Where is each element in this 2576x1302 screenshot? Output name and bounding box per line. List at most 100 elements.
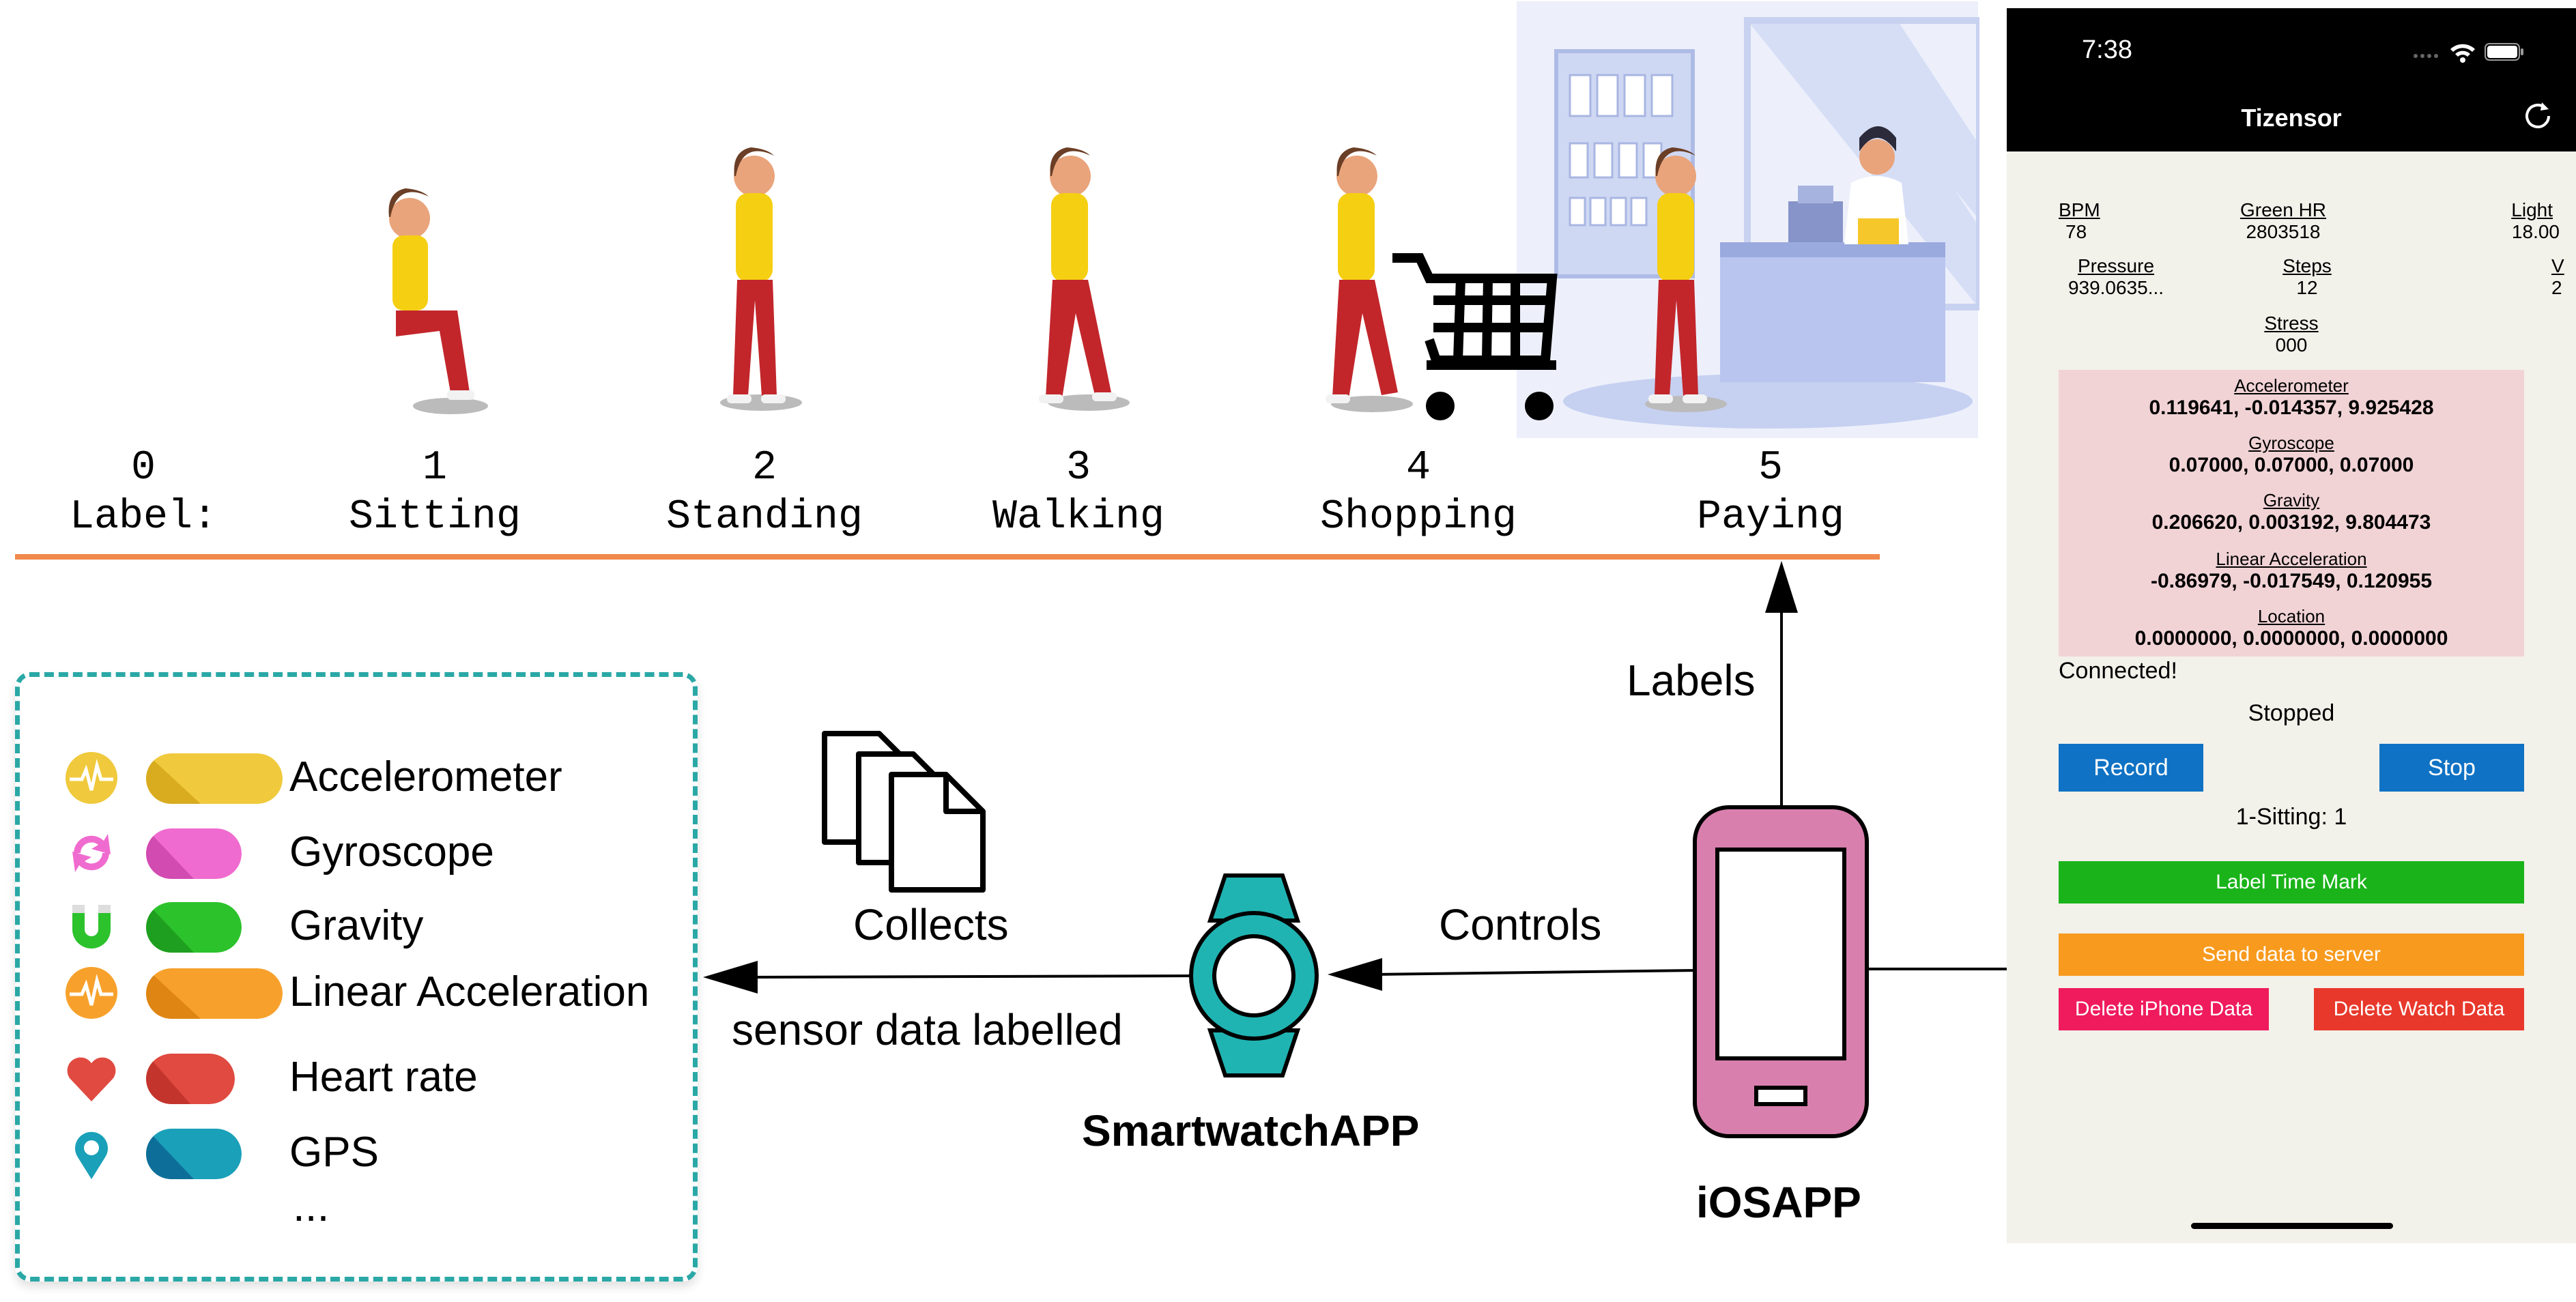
sensor-bar-gyroscope [146,828,242,879]
metric-v: V 2 [2551,255,2572,299]
metric-label: Light [2511,199,2553,220]
sensor-label: Linear Acceleration [289,968,650,1015]
person-paying [1645,147,1727,412]
phone-screenshot: 7:38 Tizensor BPM 78 Green HR 2803518 Li… [2007,8,2576,1243]
sensor-row-gravity: Gravity [51,894,706,955]
controls-label: Controls [1439,900,1602,949]
smartwatch-app-label: SmartwatchAPP [1082,1106,1420,1155]
activity-label-0: 0 Label: [0,444,287,542]
metric-label: V [2551,255,2564,276]
record-button[interactable]: Record [2059,744,2203,792]
sensor-label: Gyroscope [289,828,494,876]
delete-iphone-data-button[interactable]: Delete iPhone Data [2059,988,2269,1030]
documents-icon [822,731,986,893]
activity-name: Paying [1696,494,1845,540]
metric-label: Pressure [2077,255,2155,276]
activity-name: Shopping [1319,494,1517,540]
battery-icon [2485,43,2523,61]
metric-value: 18.00 [2511,221,2560,242]
activity-label-4: 4 Shopping [1275,444,1562,542]
sensor-bar-accelerometer [146,753,283,804]
sensor-value-label: Accelerometer [2234,375,2349,396]
activity-label-1: 1 Sitting [291,444,578,542]
status-time: 7:38 [2082,35,2132,64]
sensor-row-gyroscope: Gyroscope [51,820,706,882]
sensor-value-text: 0.119641, -0.014357, 9.925428 [2149,396,2434,419]
ios-app-label: iOSAPP [1696,1178,1861,1227]
sensor-row-gps: GPS [51,1120,706,1182]
metric-light: Light 18.00 [2457,199,2560,243]
metric-value: 12 [2296,277,2318,298]
sensor-row-accelerometer: Accelerometer [51,745,706,807]
sensor-value-label: Gravity [2263,490,2320,510]
shopping-cart-icon [1392,253,1558,420]
arrowhead [1765,561,1798,613]
home-indicator [2191,1223,2393,1229]
label-timeline [15,554,1880,560]
sensor-row-heart-rate: Heart rate [51,1045,706,1107]
sensor-value-text: 0.07000, 0.07000, 0.07000 [2169,454,2414,476]
arrowhead [1328,958,1382,991]
activity-label-5: 5 Paying [1627,444,1914,542]
sensor-value-label: Gyroscope [2248,433,2334,453]
activity-name: Sitting [348,494,521,540]
sensor-bar-heart-rate [146,1054,235,1104]
sensor-row-linear-acceleration: Linear Acceleration [51,960,706,1022]
metric-stress: Stress 000 [2257,313,2325,356]
metric-steps: Steps 12 [2273,255,2341,299]
sensor-value-linear-acceleration: Linear Acceleration -0.86979, -0.017549,… [2059,549,2524,593]
sensor-value-text: -0.86979, -0.017549, 0.120955 [2150,570,2433,592]
activity-number: 3 [1065,445,1091,491]
stop-button[interactable]: Stop [2379,744,2524,792]
wifi-icon [2450,44,2475,63]
activity-number: 0 [130,445,156,491]
activity-number: 5 [1758,445,1783,491]
activity-illustrations [388,1,1979,438]
metric-value: 000 [2275,334,2308,356]
metric-bpm: BPM 78 [2059,199,2100,243]
sensor-label: Gravity [289,902,424,949]
current-label: 1-Sitting: 1 [2235,804,2347,830]
magnet-icon [72,905,111,949]
sensor-bar-gravity [146,902,242,953]
activity-name: Walking [992,494,1165,540]
phone-icon [1693,805,1869,1138]
metric-pressure: Pressure 939.0635... [2061,255,2171,299]
metric-label: Stress [2264,313,2319,334]
sensor-list-box: Accelerometer Gyroscope Gravity Linear [15,672,698,1282]
metric-value: 78 [2065,221,2087,242]
sensor-label: Accelerometer [289,753,562,800]
person-shopping [1326,147,1413,412]
sensor-value-label: Location [2257,606,2325,626]
person-standing [720,147,802,411]
labels-label: Labels [1627,656,1756,705]
phone-header: 7:38 Tizensor [2007,8,2576,151]
refresh-icon[interactable] [2521,100,2554,132]
rotate-icon [72,834,111,872]
arrow-to-smartwatch [1371,969,1697,976]
activity-name: Standing [666,494,863,540]
sensor-label: GPS [289,1129,379,1176]
sensor-more: ... [293,1181,330,1230]
arrowhead [703,961,758,994]
sensor-value-text: 0.0000000, 0.0000000, 0.0000000 [2134,627,2448,650]
sensor-value-text: 0.206620, 0.003192, 9.804473 [2151,511,2431,534]
delete-watch-data-button[interactable]: Delete Watch Data [2314,988,2524,1030]
sensor-bar-linear-acceleration [146,968,283,1019]
sensor-bar-gps [146,1129,242,1179]
app-title: Tizensor [2241,104,2342,132]
person-sitting [388,188,488,414]
label-title: Label: [69,494,218,540]
sensor-data-labelled-label: sensor data labelled [732,1005,1123,1054]
metric-label: Green HR [2239,199,2327,220]
label-time-mark-button[interactable]: Label Time Mark [2059,861,2524,903]
cellular-icon [2414,54,2438,58]
recording-status: Stopped [2248,700,2335,726]
send-data-button[interactable]: Send data to server [2059,934,2524,976]
activity-number: 2 [752,445,777,491]
heart-icon [67,1057,116,1101]
metric-green-hr: Green HR 2803518 [2232,199,2334,243]
collects-label: Collects [853,900,1009,949]
sensor-values-panel: Accelerometer 0.119641, -0.014357, 9.925… [2059,370,2524,656]
